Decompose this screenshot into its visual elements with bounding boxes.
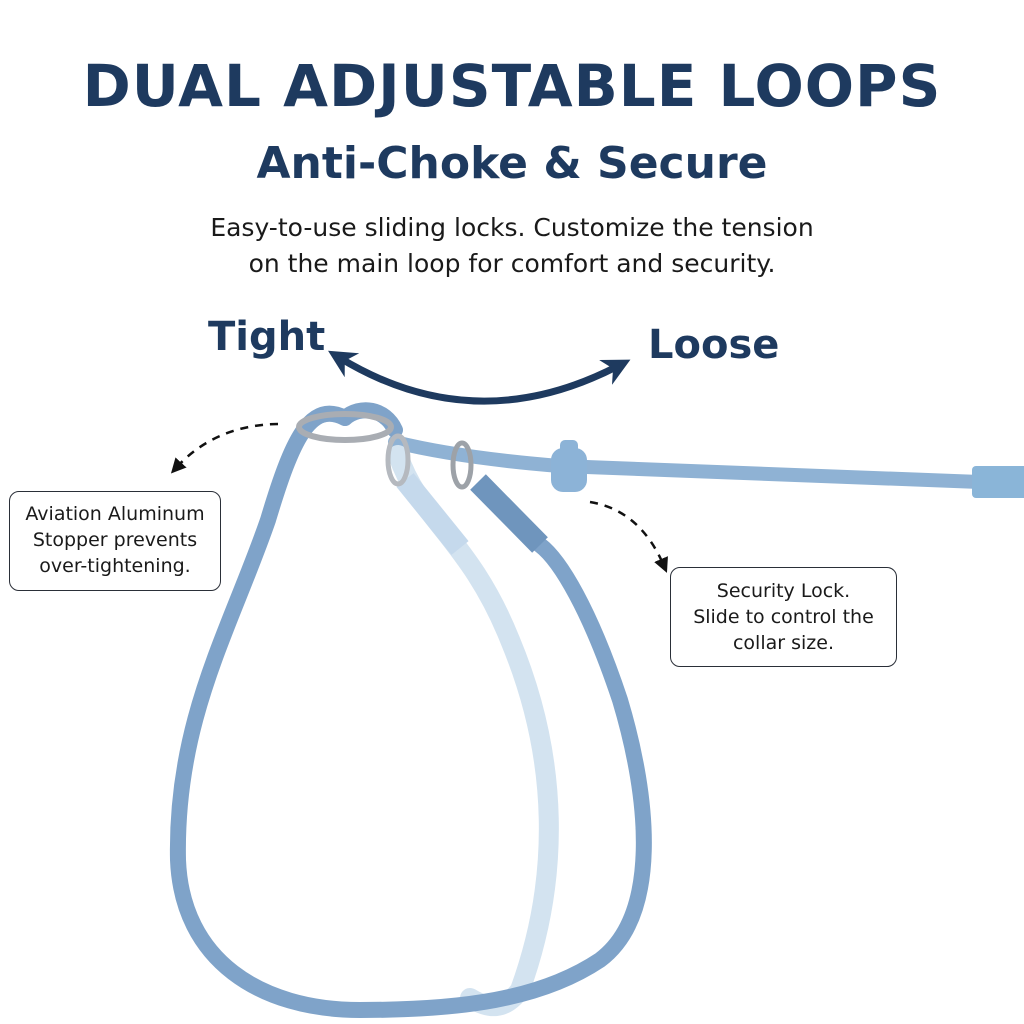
security-lock-cap <box>560 440 578 454</box>
security-lock-icon <box>551 448 587 492</box>
stopper-callout-line-2: Stopper prevents <box>32 529 198 551</box>
inner-loop-tape <box>396 473 469 555</box>
lock-callout-line-1: Security Lock. <box>716 580 851 602</box>
lock-callout-line-3: collar size. <box>732 632 834 654</box>
loose-label: Loose <box>648 322 780 368</box>
stopper-callout-line-3: over-tightening. <box>39 555 191 577</box>
page-subtitle: Anti-Choke & Secure <box>256 138 768 189</box>
dashed-curved-arrow-icon <box>589 500 668 573</box>
main-loop-tape <box>470 474 548 553</box>
lock-callout: Security Lock. Slide to control the coll… <box>670 567 897 667</box>
lock-callout-line-2: Slide to control the <box>693 606 874 628</box>
dashed-curved-arrow-icon <box>170 422 279 474</box>
page-title: DUAL ADJUSTABLE LOOPS <box>82 52 942 120</box>
double-headed-curved-arrow-icon <box>328 350 631 405</box>
ring-icon <box>385 433 411 487</box>
leash-end-tape <box>972 466 1024 498</box>
ring-icon <box>450 440 474 490</box>
main-loop <box>169 405 652 1019</box>
leash-line <box>388 435 987 489</box>
description: Easy-to-use sliding locks. Customize the… <box>112 210 912 282</box>
description-line-1: Easy-to-use sliding locks. Customize the… <box>210 213 814 242</box>
aluminum-stopper-icon <box>296 411 394 443</box>
stopper-callout-line-1: Aviation Aluminum <box>25 503 205 525</box>
stopper-callout: Aviation Aluminum Stopper prevents over-… <box>9 491 221 591</box>
description-line-2: on the main loop for comfort and securit… <box>248 249 776 278</box>
tight-label: Tight <box>208 314 326 360</box>
